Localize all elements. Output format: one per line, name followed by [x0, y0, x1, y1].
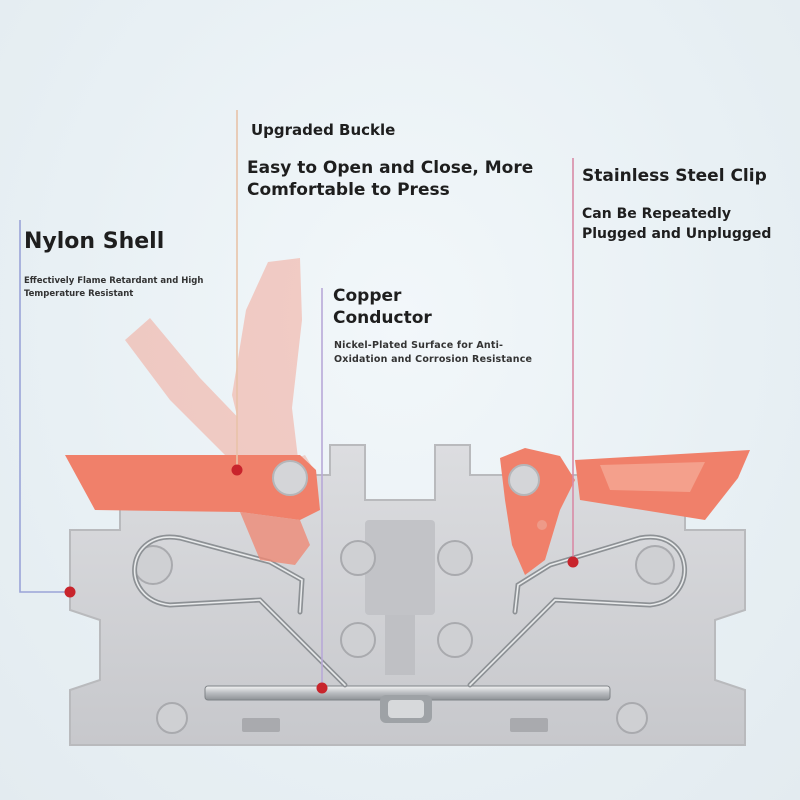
right-orange-lever [500, 448, 750, 575]
copper-conductor-description: Nickel-Plated Surface for Anti- Oxidatio… [334, 339, 532, 368]
buckle-desc-line-2: Comfortable to Press [247, 180, 450, 201]
marker-upgraded-buckle [231, 464, 243, 476]
copper-title-line-2: Conductor [333, 308, 432, 329]
marker-copper-conductor [316, 682, 328, 694]
upgraded-buckle-description: Easy to Open and Close, More Comfortable… [247, 157, 533, 201]
clip-desc-line-2: Plugged and Unplugged [582, 226, 772, 243]
steel-clip-title: Stainless Steel Clip [582, 166, 767, 186]
ghost-lever-raised [125, 258, 302, 475]
left-orange-lever [65, 455, 320, 565]
copper-conductor-title: Copper Conductor [333, 285, 432, 329]
upgraded-buckle-title: Upgraded Buckle [251, 121, 396, 139]
copper-title-line-1: Copper [333, 286, 402, 306]
copper-conductor-bar [204, 685, 611, 723]
nylon-desc-line-2: Temperature Resistant [24, 288, 134, 299]
steel-clip-description: Can Be Repeatedly Plugged and Unplugged [582, 204, 771, 245]
housing-pegs [133, 540, 675, 734]
nylon-shell-description: Effectively Flame Retardant and High Tem… [24, 275, 203, 301]
copper-desc-line-1: Nickel-Plated Surface for Anti- [334, 340, 504, 351]
nylon-shell-title: Nylon Shell [24, 229, 165, 254]
nylon-desc-line-1: Effectively Flame Retardant and High [24, 276, 204, 286]
callout-lines [19, 110, 574, 688]
clip-desc-line-1: Can Be Repeatedly [582, 206, 731, 222]
buckle-desc-line-1: Easy to Open and Close, More [247, 158, 534, 178]
nylon-housing [69, 444, 746, 746]
marker-nylon-shell [64, 586, 76, 598]
callout-markers [64, 464, 579, 694]
marker-steel-clip [567, 556, 579, 568]
copper-desc-line-2: Oxidation and Corrosion Resistance [334, 354, 533, 366]
spring-highlight [133, 536, 686, 686]
